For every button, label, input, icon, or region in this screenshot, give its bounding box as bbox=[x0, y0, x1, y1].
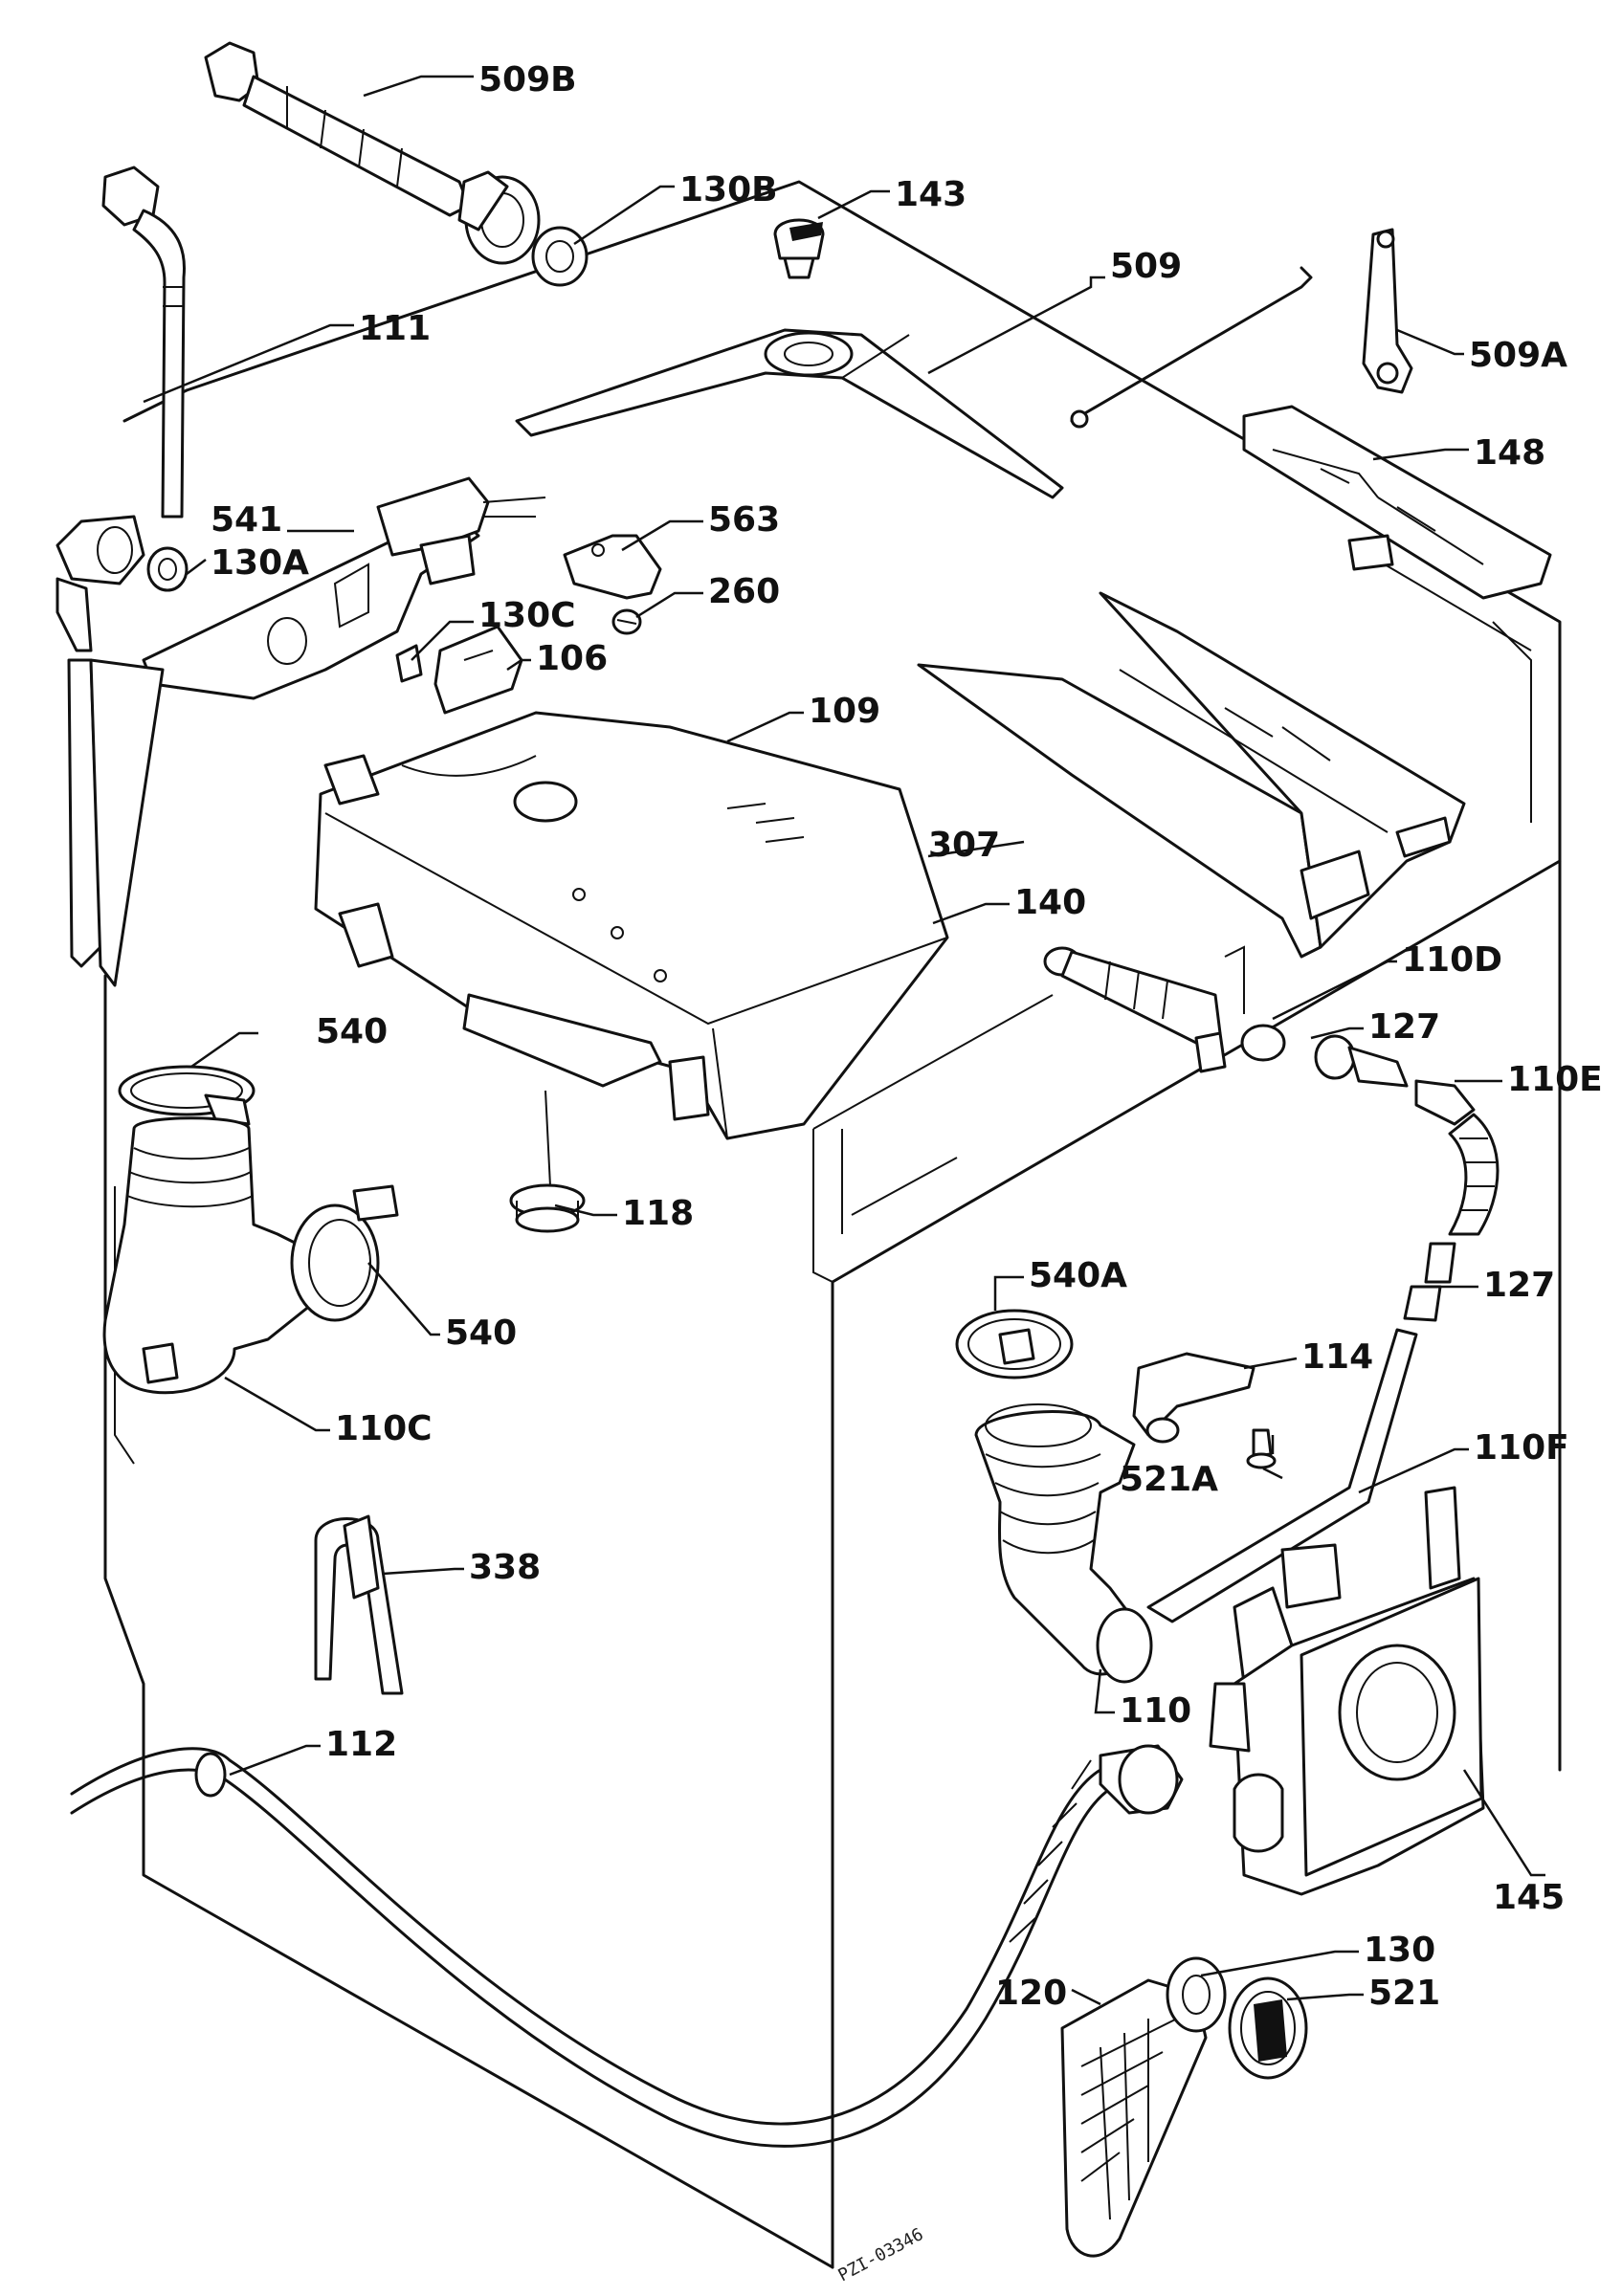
drawing-code: PZI-03346 bbox=[834, 2224, 926, 2285]
drain-hose-112 bbox=[70, 1744, 1184, 2148]
outlet-bellows-110 bbox=[955, 1309, 1153, 1684]
label-260: 260 bbox=[708, 572, 780, 611]
label-509a: 509A bbox=[1469, 336, 1567, 375]
label-127-top: 127 bbox=[1368, 1007, 1440, 1047]
bracket-541 bbox=[142, 476, 546, 700]
hose-assembly-110d bbox=[1043, 946, 1500, 1322]
filter-120 bbox=[1060, 1956, 1227, 2258]
cover-563 bbox=[563, 534, 662, 600]
label-540-top: 540 bbox=[316, 1012, 388, 1051]
label-509b: 509B bbox=[478, 60, 577, 99]
label-307: 307 bbox=[928, 826, 1000, 865]
label-114: 114 bbox=[1301, 1337, 1373, 1377]
valve-130c-106 bbox=[395, 625, 523, 715]
pump-housing-145 bbox=[1209, 1486, 1485, 1896]
label-109: 109 bbox=[809, 692, 880, 731]
label-130c: 130C bbox=[478, 596, 576, 635]
label-541: 541 bbox=[211, 500, 282, 540]
label-563: 563 bbox=[708, 500, 780, 540]
label-130a: 130A bbox=[211, 543, 309, 583]
label-118: 118 bbox=[622, 1194, 694, 1233]
label-130: 130 bbox=[1364, 1931, 1435, 1970]
label-120: 120 bbox=[995, 1974, 1067, 2013]
label-106: 106 bbox=[536, 639, 608, 678]
label-148: 148 bbox=[1474, 433, 1545, 473]
label-112: 112 bbox=[325, 1725, 397, 1764]
lever-509a bbox=[1362, 228, 1413, 394]
callout-labels: 509B 130B 143 111 509 509A 148 541 130A … bbox=[211, 60, 1603, 2285]
label-509: 509 bbox=[1110, 247, 1182, 286]
label-110: 110 bbox=[1120, 1691, 1191, 1731]
label-127-mid: 127 bbox=[1483, 1266, 1555, 1305]
spray-arm-509 bbox=[515, 266, 1313, 499]
nut-130b bbox=[531, 226, 589, 287]
label-110c: 110C bbox=[335, 1409, 433, 1448]
hose-elbow-left bbox=[56, 515, 189, 987]
label-540a: 540A bbox=[1029, 1256, 1127, 1295]
inlet-hose-509b bbox=[204, 41, 541, 265]
cabinet-outline bbox=[103, 180, 1562, 2269]
label-521: 521 bbox=[1368, 1974, 1440, 2013]
bellows-110c bbox=[102, 1065, 399, 1395]
label-143: 143 bbox=[895, 175, 967, 214]
dispenser-housing-109 bbox=[314, 711, 949, 1140]
label-110d: 110D bbox=[1402, 940, 1502, 980]
label-111: 111 bbox=[359, 309, 431, 348]
clip-114 bbox=[1132, 1352, 1255, 1444]
screw-521a bbox=[1246, 1428, 1277, 1469]
label-140: 140 bbox=[1014, 883, 1086, 922]
label-521a: 521A bbox=[1120, 1460, 1218, 1499]
dispenser-drawer-307 bbox=[917, 591, 1466, 959]
cap-521 bbox=[1228, 1976, 1308, 2080]
label-540-side: 540 bbox=[445, 1314, 517, 1353]
label-145: 145 bbox=[1493, 1878, 1565, 1917]
label-130b: 130B bbox=[679, 170, 778, 210]
hose-111 bbox=[101, 166, 186, 519]
leader-lines bbox=[143, 75, 1545, 2006]
spring-260 bbox=[611, 608, 642, 635]
hose-110f bbox=[1146, 1328, 1418, 1623]
label-338: 338 bbox=[469, 1548, 541, 1587]
label-110f: 110F bbox=[1474, 1428, 1569, 1468]
hose-clip-338 bbox=[314, 1514, 404, 1695]
knob-143 bbox=[773, 218, 825, 279]
handle-148 bbox=[1242, 405, 1552, 600]
label-110e: 110E bbox=[1507, 1060, 1603, 1099]
